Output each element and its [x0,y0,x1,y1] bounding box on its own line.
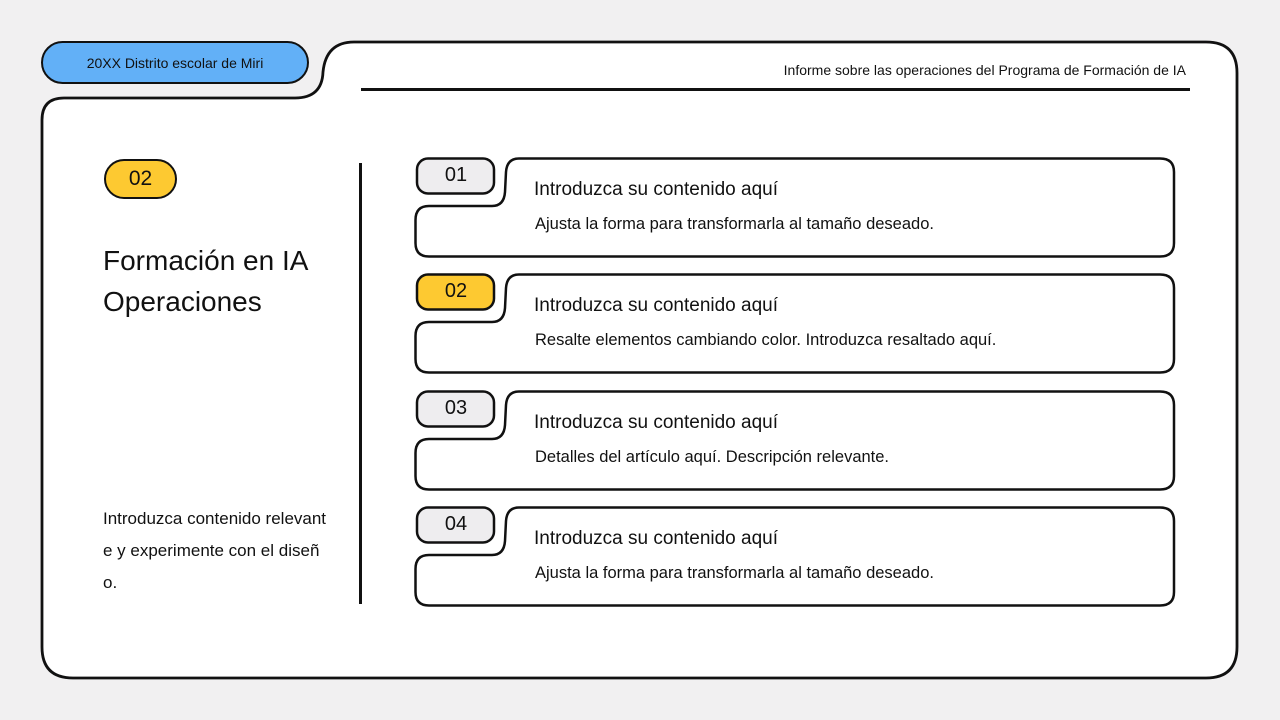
item-description: Detalles del artículo aquí. Descripción … [535,448,890,466]
report-title: Informe sobre las operaciones del Progra… [783,62,1186,78]
item-number: 01 [444,164,468,186]
item-number: 03 [444,397,468,419]
section-title-line1: Formación en IA [103,245,309,276]
item-shape [414,390,1176,491]
item-number: 04 [444,513,468,535]
section-number: 02 [128,167,153,190]
item-title: Introduzca su contenido aquí [534,179,779,200]
item-shape [414,506,1176,607]
section-title-line2: Operaciones [103,286,262,317]
list-item-highlighted: 02 Introduzca su contenido aquí Resalte … [414,273,1176,374]
list-item: 04 Introduzca su contenido aquí Ajusta l… [414,506,1176,607]
item-shape [414,273,1176,374]
section-title: Formación en IA Operaciones [103,240,343,322]
item-title: Introduzca su contenido aquí [534,528,779,549]
district-tag-label: 20XX Distrito escolar de Miri [86,54,264,71]
item-title: Introduzca su contenido aquí [534,412,779,433]
item-description: Ajusta la forma para transformarla al ta… [535,215,934,233]
list-item: 01 Introduzca su contenido aquí Ajusta l… [414,157,1176,258]
list-item: 03 Introduzca su contenido aquí Detalles… [414,390,1176,491]
vertical-divider [359,163,362,604]
item-number: 02 [444,280,468,302]
item-description: Ajusta la forma para transformarla al ta… [535,564,934,582]
item-title: Introduzca su contenido aquí [534,295,779,316]
section-number-badge: 02 [104,159,177,199]
section-description: Introduzca contenido relevante y experim… [103,509,327,592]
item-description: Resalte elementos cambiando color. Intro… [535,331,997,349]
header-divider [361,88,1190,91]
district-tag: 20XX Distrito escolar de Miri [41,41,309,84]
item-shape [414,157,1176,258]
